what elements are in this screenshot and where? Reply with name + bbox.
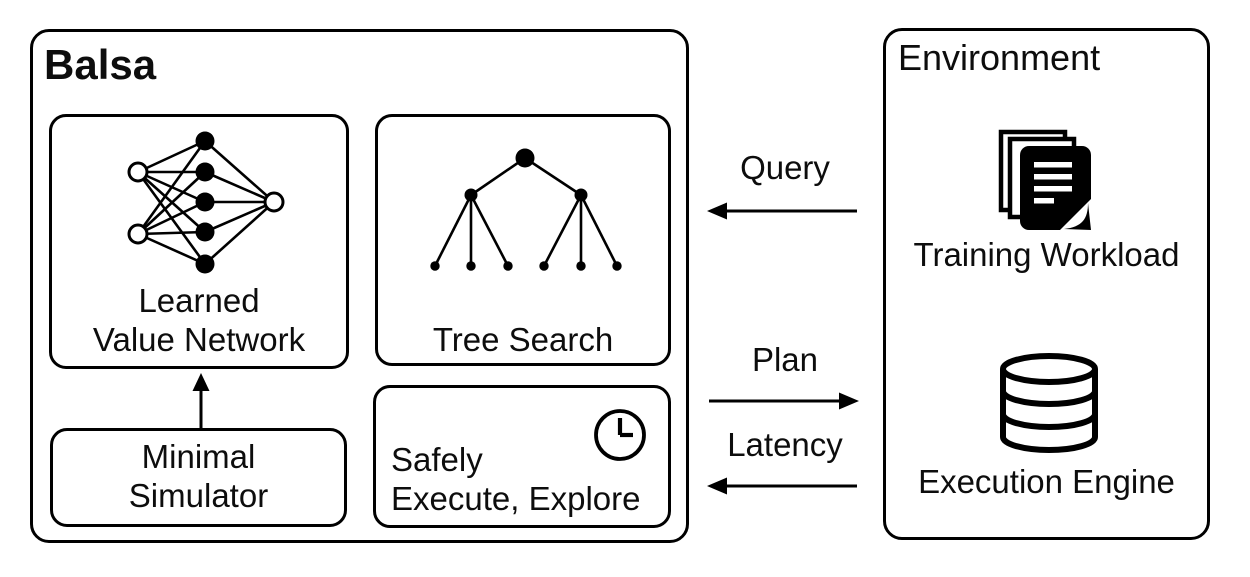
value-network-box: Learned Value Network <box>49 114 349 369</box>
document-stack-icon <box>998 129 1092 231</box>
tree-search-label: Tree Search <box>432 321 614 358</box>
latency-flow-label: Latency <box>727 426 843 463</box>
value-network-label: Learned Value Network <box>92 282 306 358</box>
plan-flow-label: Plan <box>751 341 819 378</box>
execution-engine-label: Execution Engine <box>918 463 1175 500</box>
simulator-label: Minimal Simulator <box>128 438 269 514</box>
latency-arrow <box>707 477 857 495</box>
simulator-to-value-network-arrow <box>192 373 210 428</box>
tree-diagram-icon <box>430 148 622 271</box>
neural-network-icon <box>127 131 285 274</box>
safe-execution-box: Safely Execute, Explore <box>373 385 671 528</box>
training-workload-label: Training Workload <box>913 236 1180 273</box>
query-flow-label: Query <box>740 149 830 186</box>
tree-search-box: Tree Search <box>375 114 671 366</box>
environment-container-box: Environment Training Workload <box>883 28 1210 540</box>
query-arrow <box>707 202 857 220</box>
simulator-box: Minimal Simulator <box>50 428 347 527</box>
plan-arrow <box>709 392 859 410</box>
safe-execution-label: Safely Execute, Explore <box>391 441 641 517</box>
environment-title: Environment <box>898 37 1101 78</box>
balsa-container-box: Balsa <box>30 29 689 543</box>
database-icon <box>1000 353 1098 453</box>
clock-icon <box>594 409 646 461</box>
balsa-title: Balsa <box>44 41 157 88</box>
